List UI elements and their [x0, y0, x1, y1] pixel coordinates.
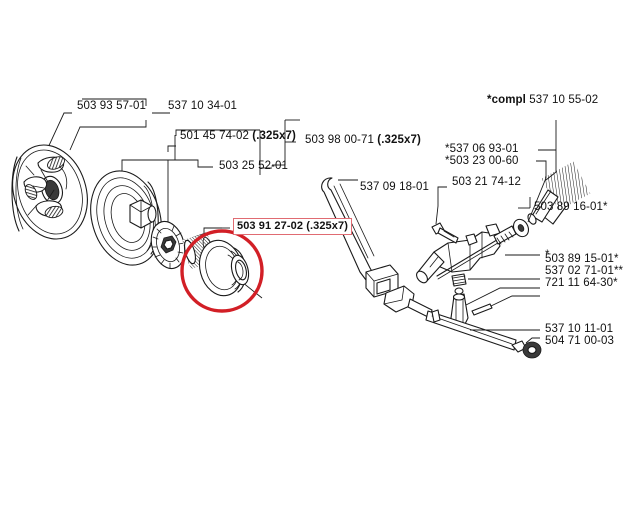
label-drum-right: 503 98 00-71 [305, 134, 374, 146]
rod-spring [493, 225, 517, 245]
label-nut-end: 504 71 00-03 [545, 335, 614, 347]
label-highlighted-part: 503 91 27-02 (.325x7) [233, 218, 352, 235]
label-clutch-assembly: 537 10 34-01 [168, 100, 237, 112]
label-highlighted-spec: (.325x7) [306, 220, 348, 232]
label-lever-arm: 537 09 18-01 [360, 181, 429, 193]
label-unnamed-asterisk: * [545, 249, 550, 261]
label-spring-upper: 503 89 15-01* [545, 253, 619, 265]
clutch-springs [24, 156, 65, 219]
leader-lines-right [435, 120, 557, 344]
label-screw-left: 503 21 74-12 [452, 176, 521, 188]
clutch-drum [90, 170, 162, 266]
red-highlight-circle [180, 229, 264, 313]
label-compl-group: *compl 537 10 55-02 [487, 94, 598, 107]
label-tension-screw: 537 02 71-01** [545, 265, 624, 277]
adjuster-spring-screw [450, 273, 493, 331]
highlighted-sprocket-part [180, 229, 264, 313]
tensioner-knob [527, 161, 591, 225]
label-pin: 721 11 64-30* [545, 277, 618, 289]
chain-tensioner-assembly [383, 161, 591, 359]
label-needle-bearing: 503 25 52-01 [219, 160, 288, 172]
drum-hex-hub [129, 199, 157, 229]
bar-stud [383, 285, 517, 351]
label-rim-sprocket-group: 501 45 74-02 (.325x7) [180, 130, 296, 143]
label-rim-sprocket: 501 45 74-02 [180, 130, 249, 142]
label-drum-right-group: 503 98 00-71 (.325x7) [305, 134, 421, 147]
label-knob-shaft: 503 89 16-01* [534, 201, 608, 213]
label-rim-sprocket-spec: (.325x7) [252, 130, 296, 142]
label-clutch-spring: 503 93 57-01 [77, 100, 146, 112]
lever-arm [321, 177, 399, 298]
label-washer-small: *503 23 00-60 [445, 155, 519, 167]
end-nut [511, 340, 542, 359]
leader-lines-left [45, 98, 300, 299]
label-highlighted-number: 503 91 27-02 [237, 220, 304, 232]
label-bar-stud: 537 10 11-01 [545, 323, 614, 335]
label-washer-star: *537 06 93-01 [445, 143, 519, 155]
clutch-shoe-assembly [11, 144, 88, 240]
label-compl-prefix: *compl [487, 94, 526, 106]
fixing-screw [431, 222, 459, 244]
label-drum-right-spec: (.325x7) [377, 134, 421, 146]
label-compl-number: 537 10 55-02 [529, 94, 599, 106]
